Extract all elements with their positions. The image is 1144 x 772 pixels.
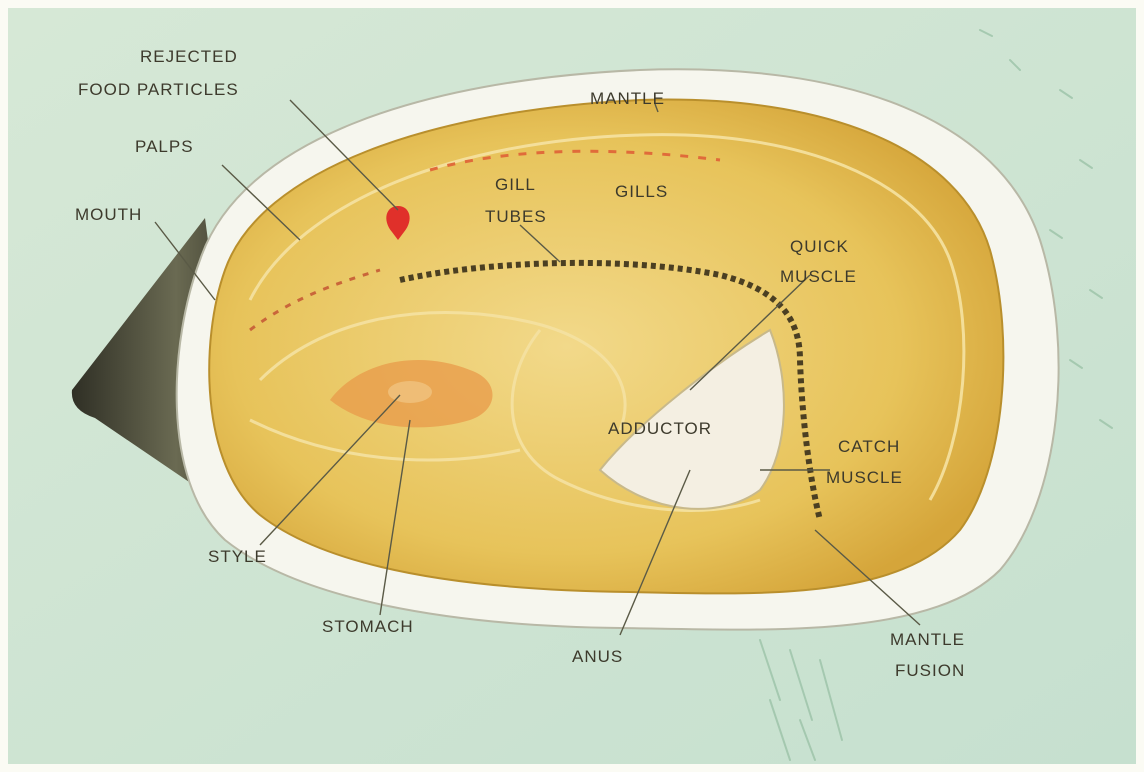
mantle-body: [209, 100, 1003, 594]
label-palps: PALPS: [135, 137, 194, 156]
label-anus: ANUS: [572, 647, 623, 666]
style-sac: [388, 381, 432, 403]
label-mantle-fusion-1: MANTLE: [890, 630, 965, 649]
label-mantle: MANTLE: [590, 89, 665, 108]
label-mantle-fusion-2: FUSION: [895, 661, 965, 680]
label-quick-muscle-2: MUSCLE: [780, 267, 857, 286]
label-stomach: STOMACH: [322, 617, 414, 636]
label-style: STYLE: [208, 547, 267, 566]
label-rejected-food-particles-1: REJECTED: [140, 47, 238, 66]
label-gill-tubes-1: GILL: [495, 175, 536, 194]
label-mouth: MOUTH: [75, 205, 142, 224]
label-adductor: ADDUCTOR: [608, 419, 712, 438]
label-catch-muscle-2: MUSCLE: [826, 468, 903, 487]
label-gill-tubes-2: TUBES: [485, 207, 547, 226]
label-quick-muscle-1: QUICK: [790, 237, 849, 256]
label-gills: GILLS: [615, 182, 668, 201]
label-rejected-food-particles-2: FOOD PARTICLES: [78, 80, 239, 99]
label-catch-muscle-1: CATCH: [838, 437, 900, 456]
